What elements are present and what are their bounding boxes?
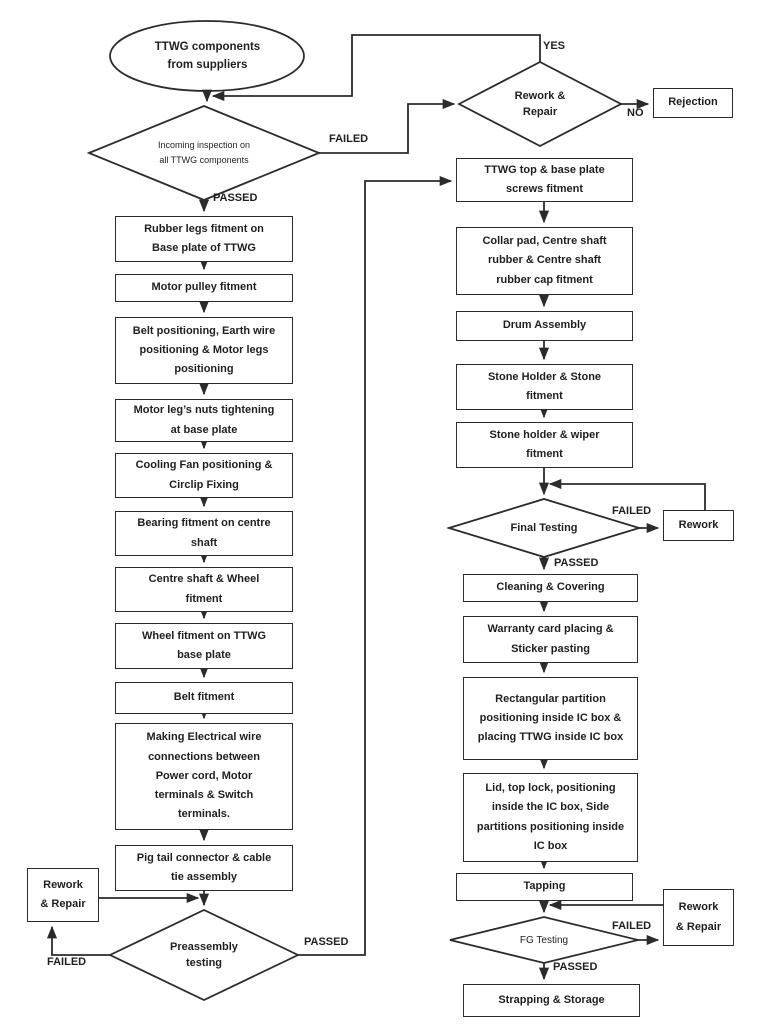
process-drum-assembly: Drum Assembly bbox=[456, 311, 633, 341]
edge-label-failed-preassembly: FAILED bbox=[47, 956, 87, 968]
edge-label-passed-fg: PASSED bbox=[553, 961, 598, 973]
arrow-rework-yes-return bbox=[211, 34, 541, 102]
decision-fg-testing-label: FG Testing bbox=[519, 934, 569, 946]
start-node-label: TTWG components from suppliers bbox=[154, 40, 261, 71]
process-belt-fitment: Belt fitment bbox=[115, 682, 293, 714]
edge-label-passed-final: PASSED bbox=[554, 557, 599, 569]
decision-rework-repair-top-label: Rework & Repair bbox=[514, 89, 566, 119]
edge-label-failed-incoming: FAILED bbox=[329, 133, 369, 145]
arrow-incoming-failed bbox=[319, 98, 456, 154]
decision-preassembly-testing-label: Preassembly testing bbox=[170, 940, 238, 970]
process-warranty-card: Warranty card placing & Sticker pasting bbox=[463, 616, 638, 663]
edge-label-failed-fg: FAILED bbox=[612, 920, 652, 932]
edge-label-no: NO bbox=[627, 107, 644, 119]
process-lid-top-lock: Lid, top lock, positioning inside the IC… bbox=[463, 773, 638, 862]
process-centre-shaft-wheel: Centre shaft & Wheel fitment bbox=[115, 567, 293, 612]
process-belt-positioning: Belt positioning, Earth wire positioning… bbox=[115, 317, 293, 384]
process-rework-repair-left: Rework & Repair bbox=[27, 868, 99, 922]
edge-label-passed-incoming: PASSED bbox=[213, 192, 258, 204]
process-rework: Rework bbox=[663, 510, 734, 541]
decision-incoming-inspection-label: Incoming inspection on all TTWG componen… bbox=[157, 139, 251, 165]
edge-label-failed-final: FAILED bbox=[612, 505, 652, 517]
process-strapping-storage: Strapping & Storage bbox=[463, 984, 640, 1017]
arrow-preassembly-passed bbox=[298, 175, 453, 956]
process-ttwg-top-base: TTWG top & base plate screws fitment bbox=[456, 158, 633, 202]
process-tapping: Tapping bbox=[456, 873, 633, 901]
process-pig-tail: Pig tail connector & cable tie assembly bbox=[115, 845, 293, 891]
process-bearing-fitment: Bearing fitment on centre shaft bbox=[115, 511, 293, 556]
process-stone-holder-wiper: Stone holder & wiper fitment bbox=[456, 422, 633, 468]
edge-label-yes: YES bbox=[543, 40, 566, 52]
process-motor-leg-nuts: Motor leg’s nuts tightening at base plat… bbox=[115, 399, 293, 442]
process-rubber-legs: Rubber legs fitment on Base plate of TTW… bbox=[115, 216, 293, 262]
process-cooling-fan: Cooling Fan positioning & Circlip Fixing bbox=[115, 453, 293, 498]
process-stone-holder-stone: Stone Holder & Stone fitment bbox=[456, 364, 633, 410]
connectors bbox=[46, 34, 706, 981]
process-rejection: Rejection bbox=[653, 88, 733, 118]
process-collar-pad: Collar pad, Centre shaft rubber & Centre… bbox=[456, 227, 633, 295]
arrow-preassembly-failed bbox=[46, 925, 110, 956]
process-electrical-wire: Making Electrical wire connections betwe… bbox=[115, 723, 293, 830]
process-wheel-fitment: Wheel fitment on TTWG base plate bbox=[115, 623, 293, 669]
process-rectangular-partition: Rectangular partition positioning inside… bbox=[463, 677, 638, 760]
process-cleaning-covering: Cleaning & Covering bbox=[463, 574, 638, 602]
edge-label-passed-preassembly: PASSED bbox=[304, 936, 349, 948]
process-motor-pulley: Motor pulley fitment bbox=[115, 274, 293, 302]
arrow-rework-final-return bbox=[548, 478, 706, 510]
decision-final-testing-label: Final Testing bbox=[510, 521, 578, 534]
process-rework-repair-bottom: Rework & Repair bbox=[663, 889, 734, 946]
